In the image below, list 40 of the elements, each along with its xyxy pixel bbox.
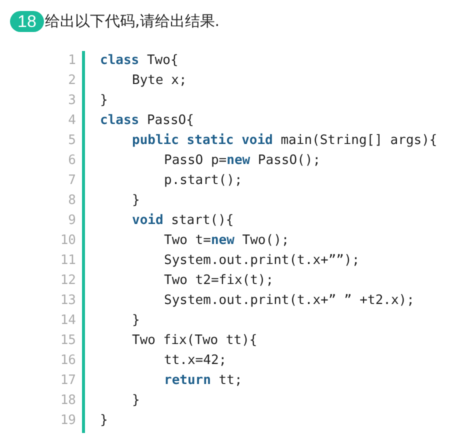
line-number: 7 [67,172,76,190]
code-line: Two fix(Two tt){ [132,332,258,350]
code-line: Two t2=fix(t); [164,272,274,290]
code-line: } [100,92,108,110]
line-number: 12 [59,272,76,290]
code-line: return tt; [164,372,242,390]
code-line: } [132,312,140,330]
line-number: 9 [67,212,76,230]
line-number: 4 [67,112,76,130]
line-number: 19 [59,412,76,430]
question-text: 给出以下代码,请给出结果. [45,11,220,32]
line-number: 17 [59,372,76,390]
code-line: } [132,392,140,410]
code-line: System.out.print(t.x+””); [164,252,360,270]
code-line: p.start(); [164,172,242,190]
question-number-badge: 18 [10,11,44,32]
code-line: Two t=new Two(); [164,232,290,250]
line-number: 8 [67,192,76,210]
line-number: 13 [59,292,76,310]
line-number: 10 [59,232,76,250]
code-line: class PassO{ [100,112,194,130]
line-number: 3 [67,92,76,110]
code-line: } [132,192,140,210]
line-number: 15 [59,332,76,350]
line-number: 11 [59,252,76,270]
code-line: class Two{ [100,52,178,70]
code-line: PassO p=new PassO(); [164,152,321,170]
line-number: 18 [59,392,76,410]
code-line: } [100,412,108,430]
code-line: System.out.print(t.x+” ” +t2.x); [164,292,414,310]
line-number: 1 [67,52,76,70]
code-line: void start(){ [132,212,234,230]
line-number: 2 [67,72,76,90]
code-line: public static void main(String[] args){ [132,132,438,150]
code-line: Byte x; [132,72,187,90]
code-line: tt.x=42; [164,352,227,370]
line-number: 16 [59,352,76,370]
line-number: 14 [59,312,76,330]
line-number: 5 [67,132,76,150]
line-number: 6 [67,152,76,170]
